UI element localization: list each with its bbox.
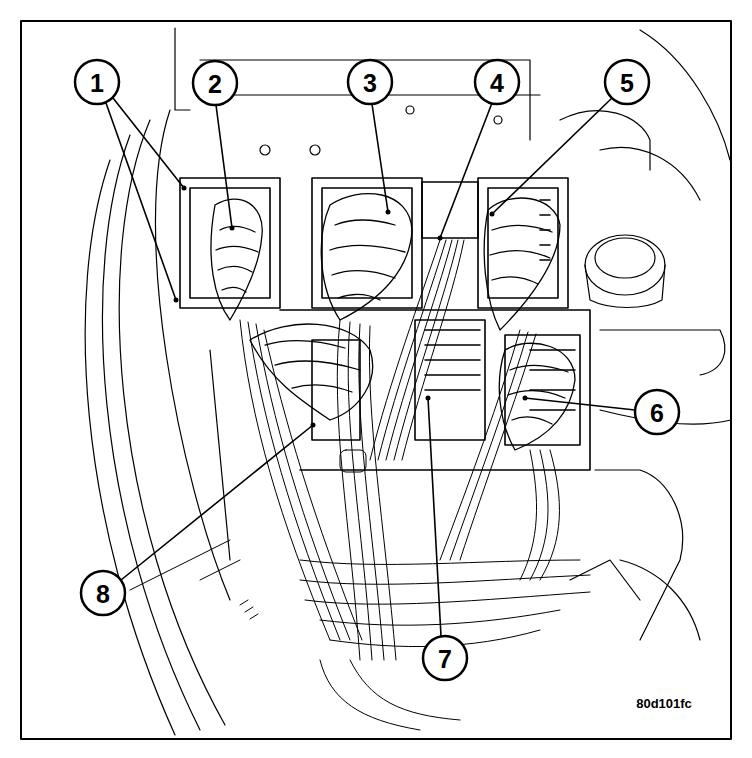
callout-number: 6 xyxy=(650,401,664,426)
callout-number: 5 xyxy=(620,71,634,96)
leader-lines xyxy=(106,98,635,636)
pcm-module xyxy=(180,178,590,470)
figure-code: 80d101fc xyxy=(636,697,692,710)
callout-number: 3 xyxy=(363,71,377,96)
callout-circles xyxy=(75,60,679,680)
fender xyxy=(85,110,230,735)
frame xyxy=(21,21,731,739)
callout-number: 4 xyxy=(490,71,504,96)
callout-number: 8 xyxy=(96,582,110,607)
wire-harness xyxy=(130,240,590,730)
callout-number: 1 xyxy=(90,71,104,96)
body-structure xyxy=(175,28,731,640)
arrow-heads xyxy=(174,186,528,428)
callout-number: 7 xyxy=(438,647,452,672)
callout-number: 2 xyxy=(208,72,222,97)
